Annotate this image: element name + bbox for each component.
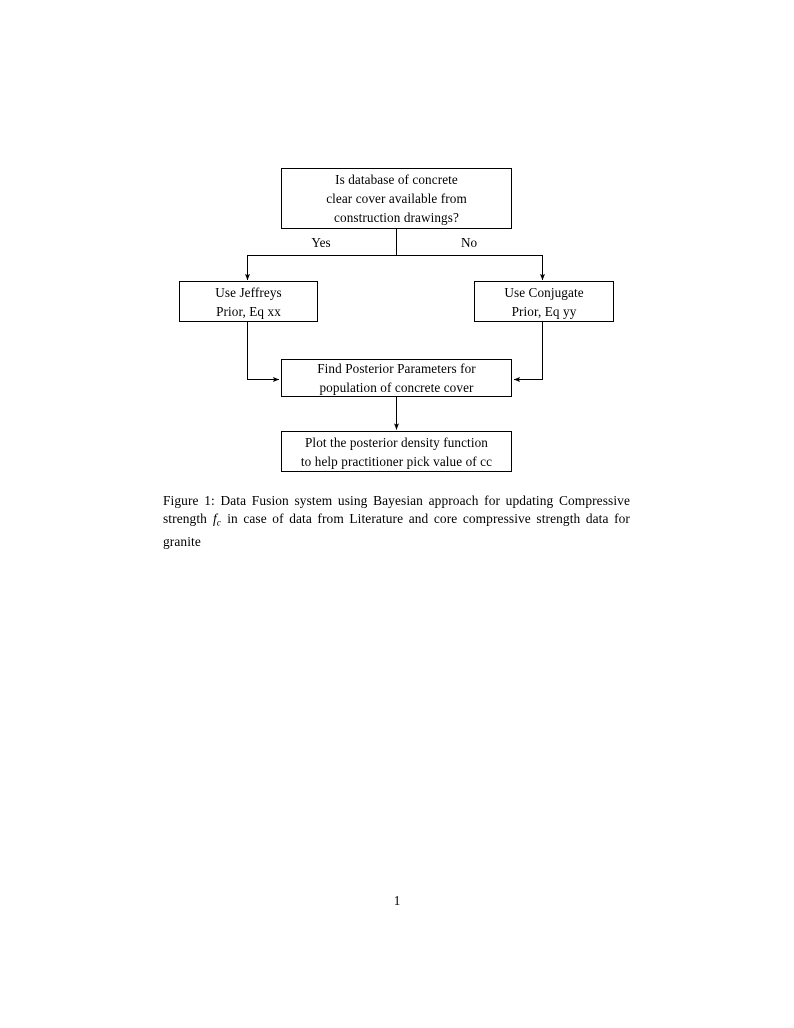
- node-plot-line-2: to help practitioner pick value of cc: [300, 453, 493, 469]
- figure-flowchart: Is database of concrete clear cover avai…: [0, 0, 794, 500]
- node-question-line-3: construction drawings?: [334, 210, 459, 225]
- page-number: 1: [393, 893, 401, 908]
- node-plot-line-1: Plot the posterior density function: [305, 434, 488, 450]
- flowchart-node-jeffreys-prior: Use Jeffreys Prior, Eq xx: [179, 281, 318, 322]
- flowchart-connectors: [244, 229, 546, 430]
- node-jeffreys-line-1: Use Jeffreys: [215, 284, 282, 300]
- edge-jeffreys-to-posterior: [247, 322, 280, 383]
- caption-text-after-math: in case of data from Literature and core…: [163, 511, 630, 549]
- caption-math-base: f: [212, 511, 217, 527]
- flowchart-node-plot-density: Plot the posterior density function to h…: [281, 431, 512, 472]
- flowchart-node-question: Is database of concrete clear cover avai…: [281, 168, 512, 229]
- node-question-line-1: Is database of concrete: [335, 172, 458, 187]
- node-conjugate-line-1: Use Conjugate: [504, 284, 584, 300]
- figure-caption: Figure 1: Data Fusion system using Bayes…: [163, 492, 630, 551]
- flowchart-node-find-posterior: Find Posterior Parameters for population…: [281, 359, 512, 397]
- caption-math-variable: fc: [212, 511, 222, 529]
- caption-text-before-math: Data Fusion system using Bayesian approa…: [163, 493, 631, 527]
- flowchart-node-conjugate-prior: Use Conjugate Prior, Eq yy: [474, 281, 614, 322]
- caption-math-subscript: c: [216, 517, 222, 529]
- edge-label-yes: Yes: [311, 235, 331, 250]
- edge-conjugate-to-posterior: [513, 322, 543, 383]
- node-posterior-line-1: Find Posterior Parameters for: [317, 361, 476, 376]
- caption-label: Figure 1:: [163, 493, 215, 508]
- node-question-line-2: clear cover available from: [326, 191, 467, 206]
- node-posterior-line-2: population of concrete cover: [319, 380, 474, 395]
- node-jeffreys-line-2: Prior, Eq xx: [216, 303, 281, 319]
- edge-label-no: No: [460, 235, 478, 250]
- node-conjugate-line-2: Prior, Eq yy: [511, 303, 577, 319]
